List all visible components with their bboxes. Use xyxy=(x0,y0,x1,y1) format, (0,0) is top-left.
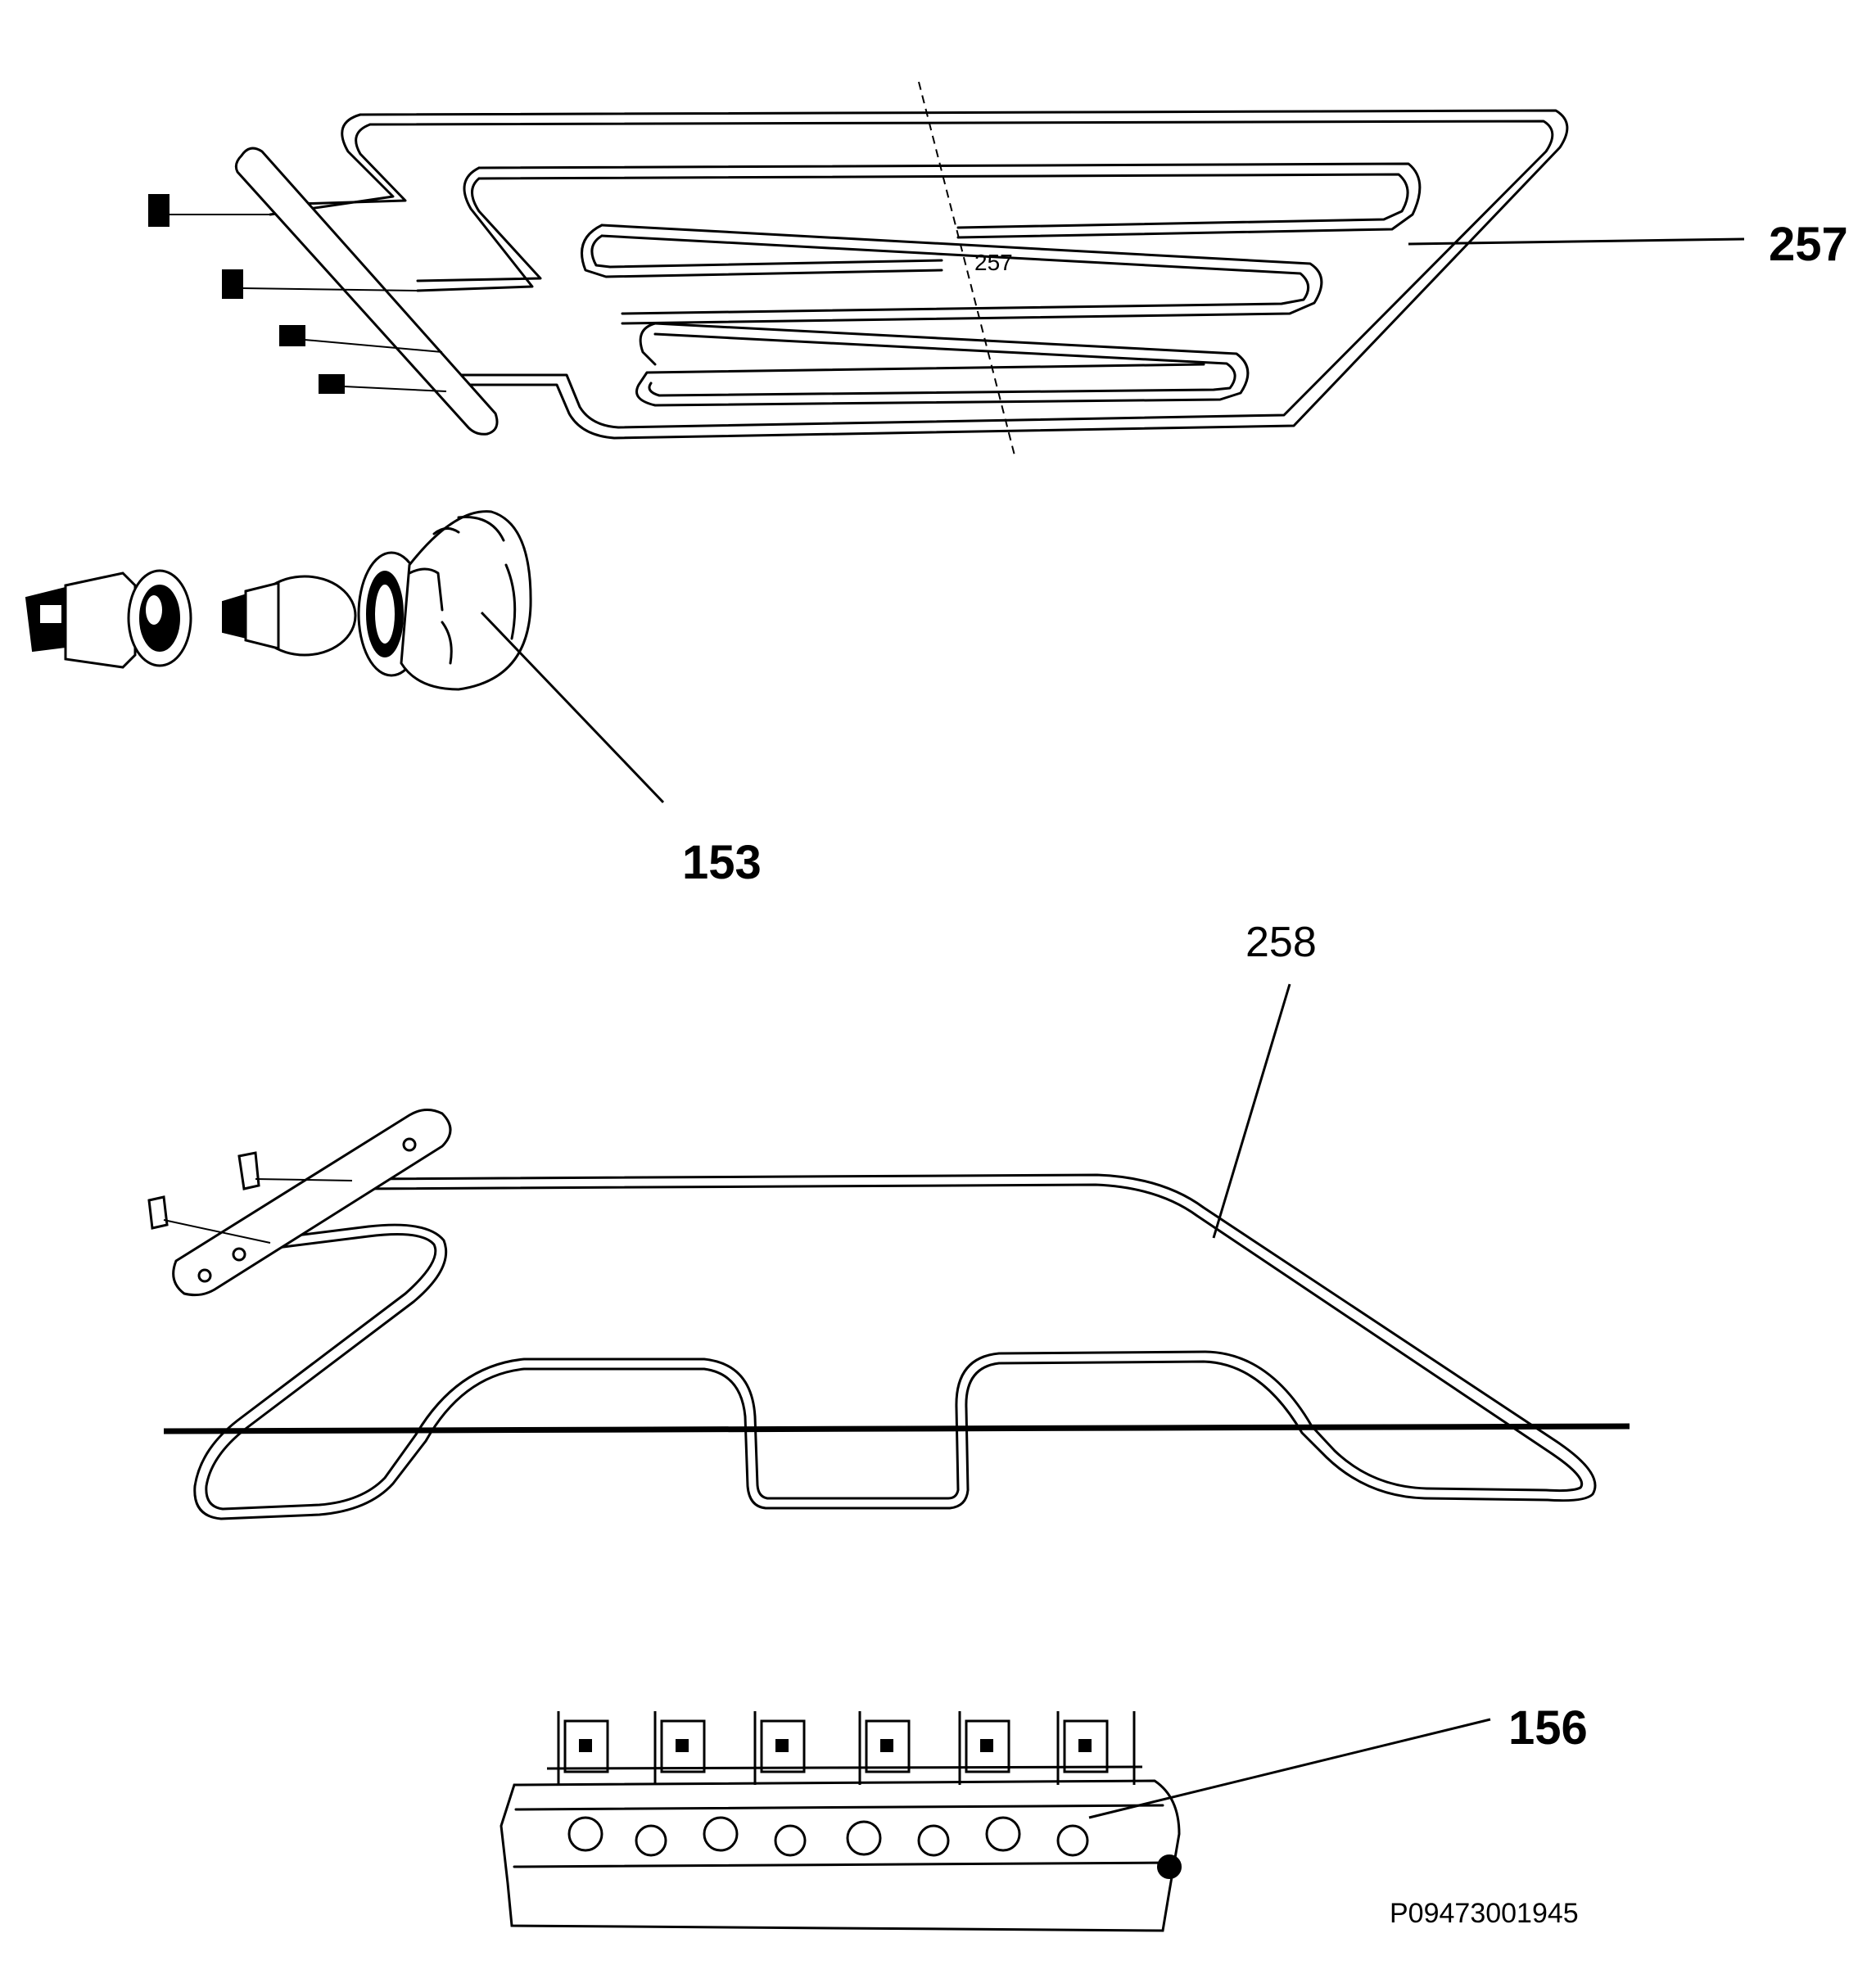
element-258-mounting-bracket xyxy=(172,1109,452,1297)
lamp-bulb xyxy=(222,575,357,657)
element-258-terminals xyxy=(147,1151,353,1244)
lamp-socket xyxy=(25,569,192,669)
part-257-leader-line xyxy=(1408,237,1745,246)
part-156-callout: 156 xyxy=(1508,1701,1588,1755)
heating-element-257-outer-loop xyxy=(269,109,1569,440)
part-258-leader-line xyxy=(1212,983,1291,1239)
terminal-tab xyxy=(279,325,305,346)
part-153-callout: 153 xyxy=(682,836,762,889)
bracket-hole xyxy=(232,1247,246,1262)
terminal-tab xyxy=(222,269,243,299)
heating-element-257-assembly-axis xyxy=(918,81,1016,459)
terminal-block-posts xyxy=(546,1711,1143,1785)
element-258-loop xyxy=(193,1173,1597,1520)
part-153-leader-line xyxy=(480,611,665,804)
part-258-callout: 258 xyxy=(1245,919,1317,966)
part-257-inner-label: 257 xyxy=(974,250,1013,275)
lamp-glass-cover xyxy=(357,510,532,691)
part-258-lower-heating-element[interactable]: 258 xyxy=(147,919,1630,1520)
heating-element-257-second-loop xyxy=(416,162,1422,292)
part-257-upper-heating-element[interactable]: 257 257 xyxy=(148,81,1848,459)
diagram-reference-code: P09473001945 xyxy=(1390,1898,1579,1929)
heating-element-257-inner-loop xyxy=(635,322,1250,407)
element-258-reference-line xyxy=(163,1423,1630,1434)
heating-element-257-terminals xyxy=(148,194,447,394)
terminal-tab xyxy=(148,194,170,227)
part-153-oven-lamp-assembly[interactable]: 153 xyxy=(25,510,762,889)
part-156-terminal-block[interactable]: 156 xyxy=(500,1701,1588,1932)
bracket-hole xyxy=(402,1137,417,1152)
heating-element-257-third-loop xyxy=(581,224,1323,325)
bracket-hole xyxy=(197,1268,212,1283)
terminal-tab xyxy=(319,374,345,394)
heating-element-257-mounting-plate xyxy=(234,147,499,436)
part-156-leader-line xyxy=(1088,1718,1491,1819)
part-257-callout: 257 xyxy=(1769,218,1848,271)
terminal-block-fixings xyxy=(567,1816,1182,1879)
